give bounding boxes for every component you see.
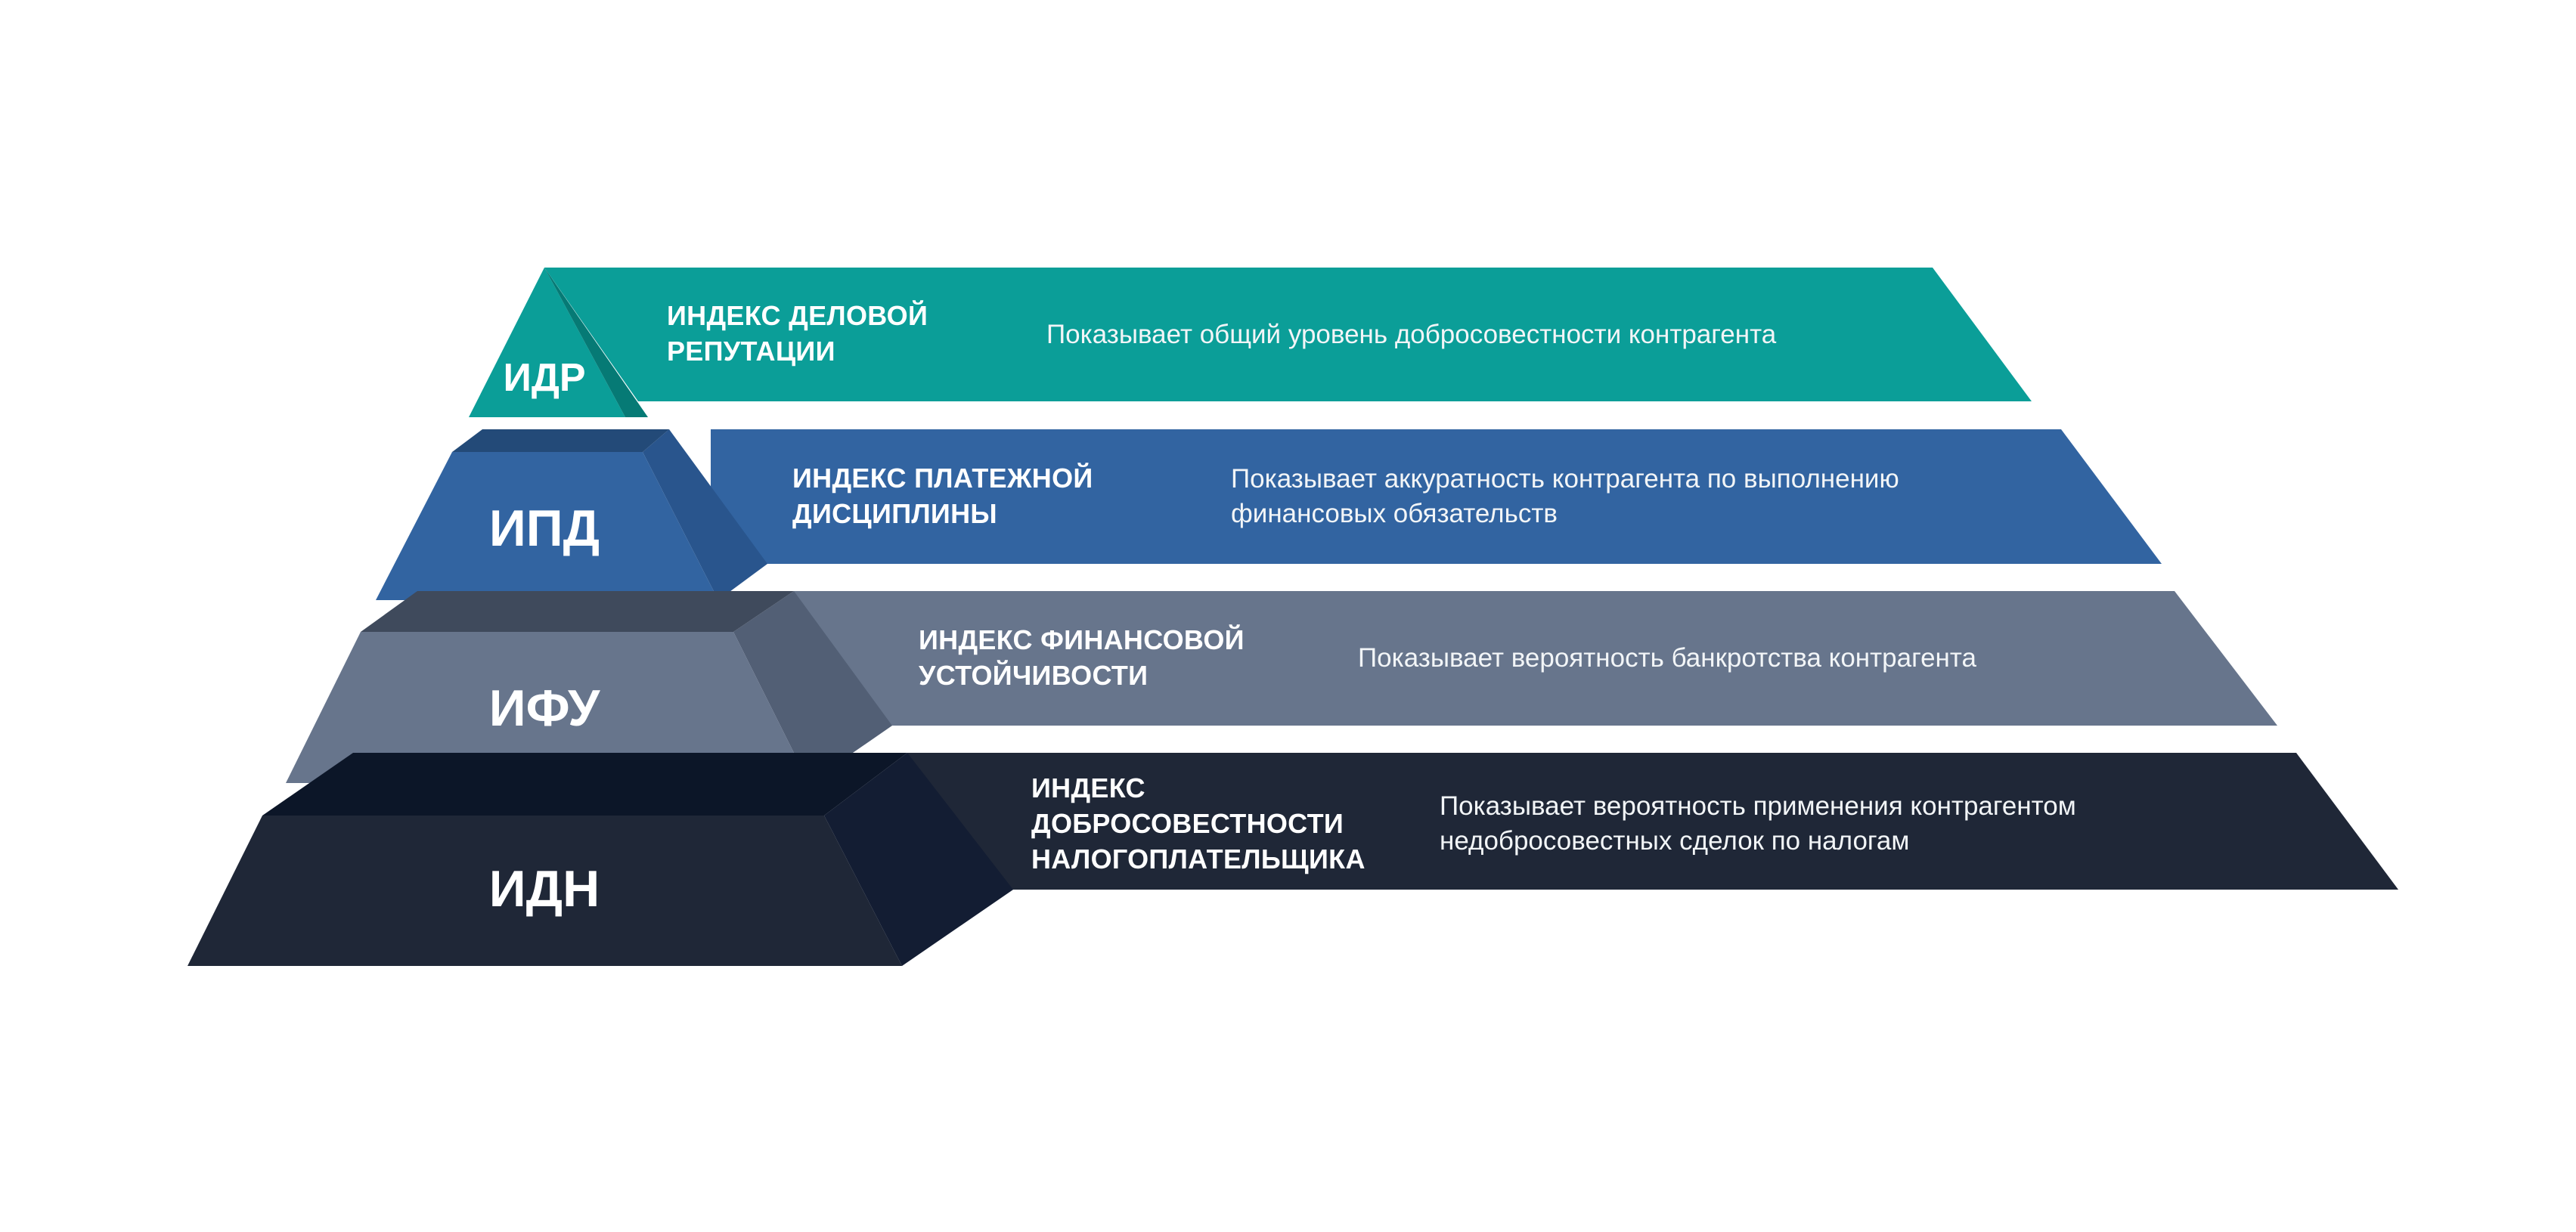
- tier-idn-title-line-3: НАЛОГОПЛАТЕЛЬЩИКА: [1031, 844, 1365, 874]
- tier-idn-front: [188, 816, 902, 966]
- tier-idr-title-line-1: ИНДЕКС ДЕЛОВОЙ: [667, 299, 928, 331]
- tier-idn-band: [907, 753, 2398, 890]
- tier-ipd-top: [452, 429, 669, 452]
- tier-ifu: ИФУ ИНДЕКС ФИНАНСОВОЙ УСТОЙЧИВОСТИ Показы…: [286, 591, 2277, 783]
- tier-ifu-title: ИНДЕКС ФИНАНСОВОЙ УСТОЙЧИВОСТИ: [919, 624, 1245, 691]
- tier-ifu-title-line-2: УСТОЙЧИВОСТИ: [919, 659, 1148, 691]
- tier-idn-title-line-2: ДОБРОСОВЕСТНОСТИ: [1031, 808, 1344, 839]
- tier-ifu-abbr: ИФУ: [489, 679, 600, 737]
- tier-idr-side: [544, 268, 648, 417]
- tier-ipd-front: [376, 452, 718, 600]
- tier-idr: ИДР ИНДЕКС ДЕЛОВОЙ РЕПУТАЦИИ Показывает о…: [469, 268, 2032, 417]
- tier-ifu-description-line-1: Показывает вероятность банкротства контр…: [1358, 643, 1977, 673]
- tier-idr-title: ИНДЕКС ДЕЛОВОЙ РЕПУТАЦИИ: [667, 299, 928, 367]
- tier-ipd-abbr: ИПД: [489, 500, 600, 557]
- tier-ipd-title: ИНДЕКС ПЛАТЕЖНОЙ ДИСЦИПЛИНЫ: [792, 462, 1093, 529]
- tier-idr-abbr: ИДР: [503, 356, 585, 400]
- tier-idn-top: [262, 753, 907, 816]
- tier-ifu-side: [733, 591, 892, 783]
- tier-idr-title-line-2: РЕПУТАЦИИ: [667, 336, 835, 367]
- tier-ifu-front: [286, 632, 809, 783]
- tier-ipd: ИПД ИНДЕКС ПЛАТЕЖНОЙ ДИСЦИПЛИНЫ Показывае…: [376, 429, 2162, 600]
- tier-idn-description: Показывает вероятность применения контра…: [1440, 791, 2076, 856]
- tier-idn-title: ИНДЕКС ДОБРОСОВЕСТНОСТИ НАЛОГОПЛАТЕЛЬЩИКА: [1031, 772, 1365, 874]
- tier-idr-description-line-1: Показывает общий уровень добросовестност…: [1046, 320, 1777, 349]
- tier-ipd-band: [711, 429, 2162, 564]
- tier-ipd-description: Показывает аккуратность контрагента по в…: [1231, 464, 1899, 528]
- tier-ipd-side: [643, 429, 767, 600]
- tier-ipd-description-line-1: Показывает аккуратность контрагента по в…: [1231, 464, 1899, 494]
- tier-idn-description-line-2: недобросовестных сделок по налогам: [1440, 826, 1909, 856]
- tier-idr-description: Показывает общий уровень добросовестност…: [1046, 320, 1777, 349]
- tier-idn-description-line-1: Показывает вероятность применения контра…: [1440, 791, 2076, 821]
- tier-ipd-description-line-2: финансовых обязательств: [1231, 499, 1558, 528]
- tier-ipd-title-line-1: ИНДЕКС ПЛАТЕЖНОЙ: [792, 462, 1093, 494]
- tier-ifu-top: [361, 591, 794, 632]
- tier-ifu-band: [794, 591, 2277, 726]
- tier-idn-title-line-1: ИНДЕКС: [1031, 772, 1145, 803]
- tier-idr-front: [469, 268, 625, 417]
- tier-ifu-title-line-1: ИНДЕКС ФИНАНСОВОЙ: [919, 624, 1245, 655]
- tier-idn-abbr: ИДН: [489, 860, 600, 918]
- tier-ifu-description: Показывает вероятность банкротства контр…: [1358, 643, 1977, 673]
- tier-idr-band: [544, 268, 2032, 401]
- tier-idn: ИДН ИНДЕКС ДОБРОСОВЕСТНОСТИ НАЛОГОПЛАТЕЛЬЩ…: [188, 753, 2398, 966]
- tier-ipd-title-line-2: ДИСЦИПЛИНЫ: [792, 498, 997, 529]
- tier-idn-side: [824, 753, 1013, 966]
